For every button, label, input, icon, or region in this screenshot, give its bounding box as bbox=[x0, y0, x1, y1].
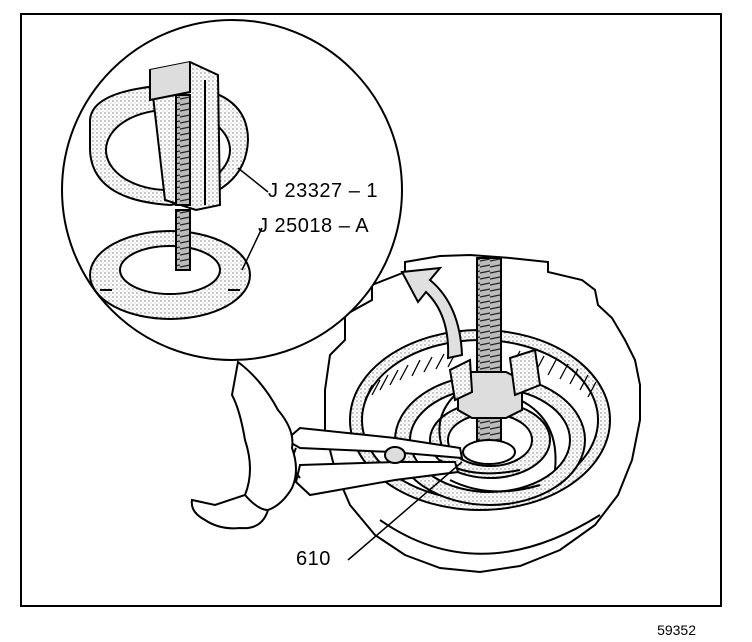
callout-part-number: 610 bbox=[296, 548, 331, 570]
tool-plate-lower bbox=[89, 209, 251, 320]
hand bbox=[190, 360, 297, 530]
callout-tool-upper: J 23327 – 1 bbox=[268, 180, 379, 202]
callout-tool-lower: J 25018 – A bbox=[258, 215, 370, 237]
snap-ring-pliers bbox=[284, 426, 464, 497]
figure-id: 59352 bbox=[657, 622, 696, 638]
tool-adapter-upper bbox=[89, 60, 250, 212]
leader-lines bbox=[237, 167, 463, 561]
direction-arrow bbox=[400, 266, 464, 360]
compressor-rod bbox=[448, 257, 542, 465]
inset-circle bbox=[61, 19, 403, 361]
